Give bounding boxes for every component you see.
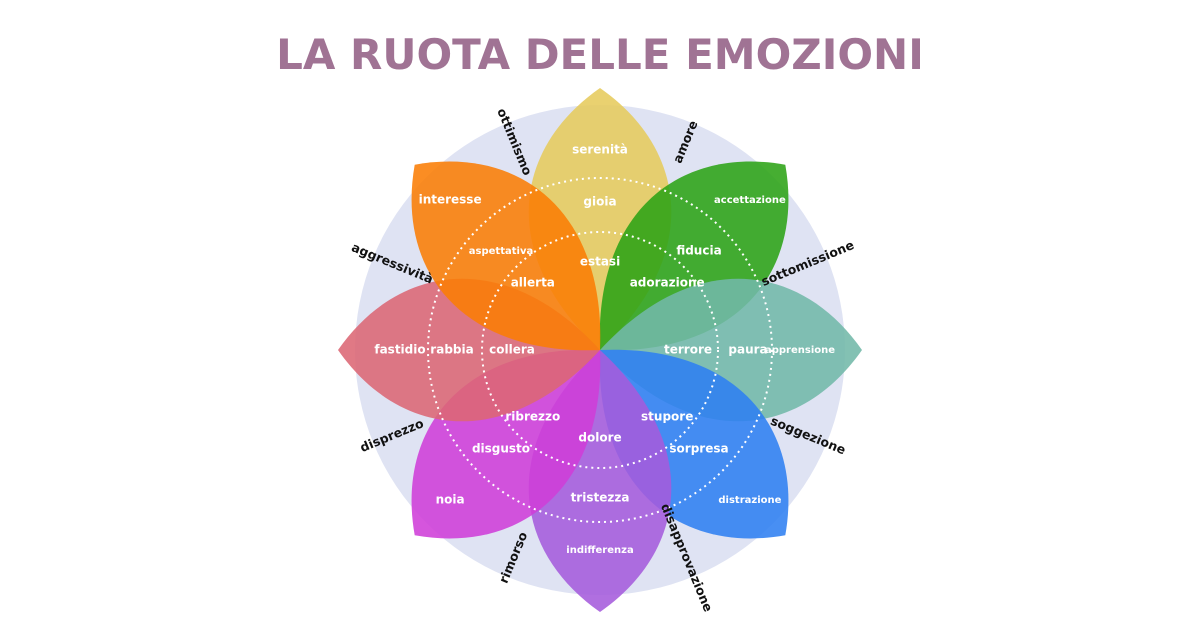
label-paura: paura — [728, 343, 767, 357]
labels-layer: serenità gioia estasi accettazione fiducia ad… — [374, 143, 835, 557]
label-adorazione: adorazione — [630, 275, 705, 289]
label-allerta: allerta — [511, 275, 555, 289]
label-terrore: terrore — [664, 343, 712, 357]
page-title: LA RUOTA DELLE EMOZIONI — [276, 30, 924, 79]
label-rabbia: rabbia — [430, 343, 473, 357]
label-noia: noia — [436, 492, 465, 506]
label-estasi: estasi — [580, 255, 620, 269]
outer-dotted-ring — [427, 177, 773, 523]
label-interesse: interesse — [419, 193, 482, 207]
label-aspettativa: aspettativa — [469, 246, 533, 257]
label-fastidio: fastidio — [374, 343, 425, 357]
label-ribrezzo: ribrezzo — [505, 410, 560, 424]
label-collera: collera — [489, 343, 535, 357]
petals-layer — [338, 88, 862, 612]
petal-anticipation — [411, 161, 601, 351]
label-fiducia: fiducia — [676, 244, 721, 258]
label-indifferenza: indifferenza — [566, 545, 633, 556]
label-dolore: dolore — [578, 431, 621, 445]
label-distrazione: distrazione — [718, 495, 781, 506]
label-apprensione: apprensione — [765, 345, 835, 356]
label-serenit: serenità — [572, 143, 628, 157]
label-accettazione: accettazione — [714, 195, 786, 206]
label-stupore: stupore — [641, 410, 693, 424]
label-disgusto: disgusto — [472, 442, 530, 456]
label-sorpresa: sorpresa — [669, 442, 728, 456]
label-gioia: gioia — [583, 195, 616, 209]
label-tristezza: tristezza — [571, 491, 630, 505]
inner-dotted-ring — [481, 231, 719, 469]
